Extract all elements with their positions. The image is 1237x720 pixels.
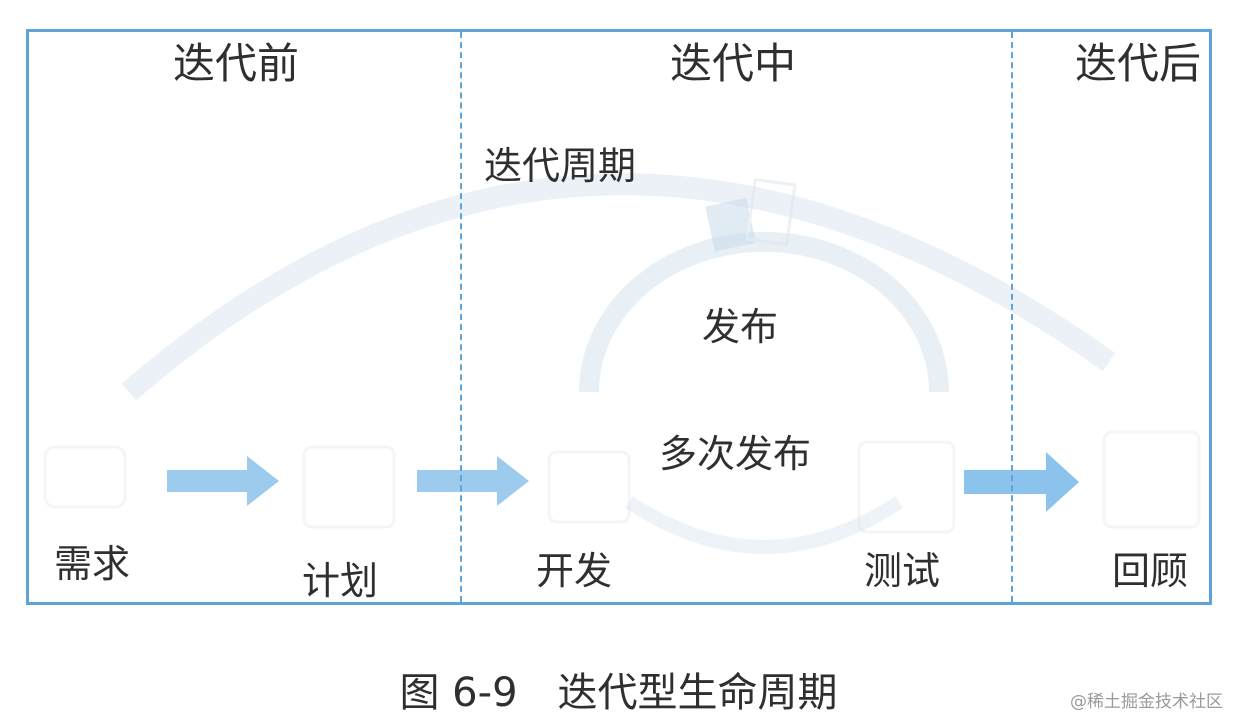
phase-during-label: 迭代中 bbox=[670, 39, 797, 88]
step-plan-label: 计划 bbox=[302, 559, 379, 603]
watermark: @稀土掘金技术社区 bbox=[1070, 692, 1223, 712]
phase-after-label: 迭代后 bbox=[1075, 39, 1202, 88]
release-label: 发布 bbox=[702, 305, 779, 349]
step-test-label: 测试 bbox=[864, 549, 941, 593]
release-doc-icon bbox=[705, 177, 797, 252]
step-develop-label: 开发 bbox=[536, 549, 613, 593]
step-requirements-label: 需求 bbox=[54, 542, 131, 586]
phase-divider-2 bbox=[1011, 32, 1013, 602]
arrow-requirements-to-plan bbox=[167, 456, 279, 506]
review-icon bbox=[1102, 430, 1201, 529]
arrow-plan-to-develop bbox=[417, 456, 529, 506]
figure-title: 迭代型生命周期 bbox=[557, 670, 838, 716]
phase-before-label: 迭代前 bbox=[173, 39, 300, 88]
develop-icon bbox=[547, 450, 631, 524]
requirements-icon bbox=[43, 445, 127, 509]
iteration-cycle-label: 迭代周期 bbox=[484, 144, 637, 188]
figure-caption: 图 6-9 迭代型生命周期 bbox=[0, 660, 1237, 718]
faint-outer-arc bbox=[121, 173, 1116, 401]
phase-divider-1 bbox=[460, 32, 462, 602]
faint-iteration-cycle-lower bbox=[625, 496, 903, 554]
arrow-test-to-review bbox=[964, 452, 1079, 512]
lifecycle-diagram-frame: 迭代前 迭代中 迭代后 迭代周期 发布 多次发布 需求 计划 开发 测试 回顾 bbox=[26, 29, 1212, 605]
step-review-label: 回顾 bbox=[1112, 549, 1189, 593]
plan-icon bbox=[302, 445, 396, 529]
diagram-decoration bbox=[43, 173, 1201, 554]
figure-number: 图 6-9 bbox=[399, 670, 518, 716]
multi-release-label: 多次发布 bbox=[659, 432, 812, 476]
test-icon bbox=[857, 440, 956, 534]
